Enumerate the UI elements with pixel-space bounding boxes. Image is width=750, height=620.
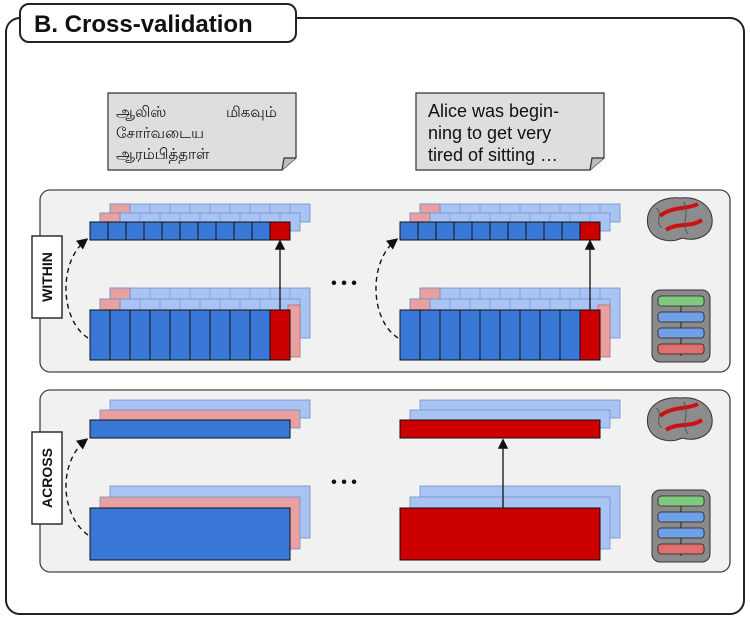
front-cell [471,221,491,241]
front-column [559,309,581,361]
front-cell [179,221,199,241]
model-layer [657,511,705,523]
held-out-cell [269,221,291,241]
front-column [439,309,461,361]
front-block [399,507,601,561]
front-cell [435,221,455,241]
front-column [499,309,521,361]
front-column [129,309,151,361]
front-cell [197,221,217,241]
brain-activation [664,418,704,432]
front-column [149,309,171,361]
within-left-dashed-arrow [65,238,89,339]
across-right-brain-block [399,485,621,561]
page-title: B. Cross-validation [34,11,253,38]
tamil-word-1: ஆலிஸ் [116,104,166,121]
brain-sulcus [683,201,689,235]
front-cell [143,221,163,241]
front-cell [251,221,271,241]
front-column [189,309,211,361]
front-bar [399,419,601,439]
front-cell [543,221,563,241]
front-column [539,309,561,361]
brain-icon [646,397,713,442]
front-column [419,309,441,361]
front-cell [453,221,473,241]
model-stack-icon [651,289,711,363]
tamil-word-3: சோர்வடைய [116,125,204,142]
across-left-brain-block [89,485,311,561]
held-out-column [579,309,601,361]
brain-sulcus [683,401,689,435]
front-column [519,309,541,361]
front-cell [107,221,127,241]
front-column [249,309,271,361]
model-layer [657,527,705,539]
model-layer [657,543,705,555]
tamil-word-4: ஆரம்பித்தாள் [116,146,210,163]
front-cell [89,221,109,241]
front-column [109,309,131,361]
across-dashed-arrow [65,438,89,536]
within-label: WITHIN [31,235,63,319]
held-out-cell [579,221,601,241]
english-note: Alice was begin- ning to get very tired … [415,92,605,171]
front-cell [417,221,437,241]
front-column [459,309,481,361]
front-cell [561,221,581,241]
ellipsis-across: • • • [331,474,357,491]
svg-text:WITHIN: WITHIN [39,252,55,302]
model-layer [657,343,705,355]
front-bar [89,419,291,439]
model-layer [657,327,705,339]
within-right-sentence-stack [399,203,621,241]
brain-activation [658,202,699,218]
front-column [399,309,421,361]
model-layer [657,295,705,307]
tamil-note: ஆலிஸ் மிகவும் சோர்வடைய ஆரம்பித்தாள் [107,92,297,171]
english-line-2: ning to get very [428,123,551,143]
front-cell [233,221,253,241]
english-line-1: Alice was begin- [428,101,559,121]
brain-sulcus [655,207,663,229]
front-cell [215,221,235,241]
within-right-dashed-arrow [375,238,399,339]
front-column [479,309,501,361]
english-line-3: tired of sitting … [428,145,558,165]
svg-text:ACROSS: ACROSS [39,448,55,508]
front-column [89,309,111,361]
within-right-brain-stack [399,287,621,361]
held-out-column [269,309,291,361]
within-left-brain-stack [89,287,311,361]
brain-activation [664,218,704,232]
front-cell [161,221,181,241]
brain-icon [646,197,713,242]
front-cell [507,221,527,241]
brain-sulcus [655,407,663,429]
within-left-sentence-stack [89,203,311,241]
model-stack-icon [651,489,711,563]
title-tab [19,3,297,43]
front-column [209,309,231,361]
ellipsis-within: • • • [331,275,357,292]
brain-shape [646,397,713,442]
front-column [169,309,191,361]
front-cell [399,221,419,241]
across-right-sentence-bar [399,399,621,439]
model-layer [657,495,705,507]
front-block [89,507,291,561]
model-layer [657,311,705,323]
front-column [229,309,251,361]
across-left-sentence-bar [89,399,311,439]
brain-shape [646,197,713,242]
front-cell [489,221,509,241]
tamil-word-2: மிகவும் [226,104,277,121]
across-label: ACROSS [31,431,63,525]
front-cell [525,221,545,241]
front-cell [125,221,145,241]
brain-activation [658,402,699,418]
